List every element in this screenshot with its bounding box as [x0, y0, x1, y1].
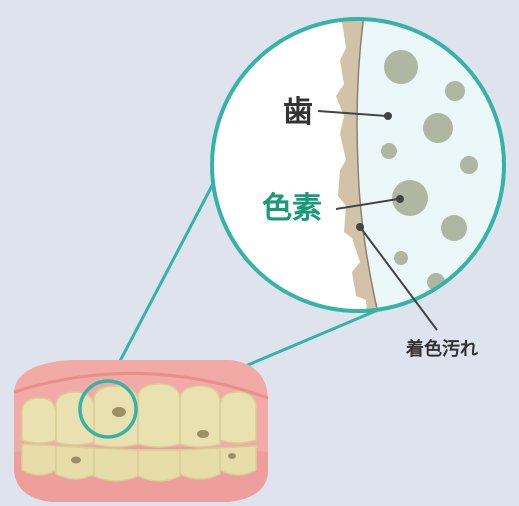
tooth-label: 歯	[283, 95, 313, 130]
pigment-label: 色素	[262, 191, 322, 226]
stain-label: 着色汚れ	[405, 338, 478, 360]
enamel-band	[336, 19, 382, 311]
pigment-particle	[441, 215, 467, 241]
tooth-leader-dot	[384, 112, 392, 120]
pigment-particle	[394, 251, 408, 265]
focus-circle	[78, 379, 138, 439]
gum-upper-edge	[13, 371, 269, 400]
pigment-particle	[460, 156, 478, 174]
lower-teeth	[21, 443, 257, 482]
pigment-particle	[384, 50, 418, 84]
stain-leader-dot	[356, 223, 364, 231]
pigment-particle	[392, 180, 428, 216]
pigment-particles	[381, 50, 478, 291]
pigment-leader-dot	[396, 195, 404, 203]
magnifier-circle	[210, 17, 506, 313]
pigment-leader-line	[335, 198, 399, 210]
pigment-particle	[381, 143, 397, 159]
tooth-leader-line	[317, 110, 388, 117]
pigment-particle	[423, 113, 453, 143]
pigment-particle	[445, 81, 465, 101]
tooth-surface-line	[356, 19, 383, 311]
denture-stains	[71, 407, 236, 464]
stain-leader-line	[359, 226, 438, 331]
leader-lines	[317, 110, 438, 331]
magnifier-outline	[210, 17, 506, 313]
denture-illustration	[13, 360, 269, 502]
